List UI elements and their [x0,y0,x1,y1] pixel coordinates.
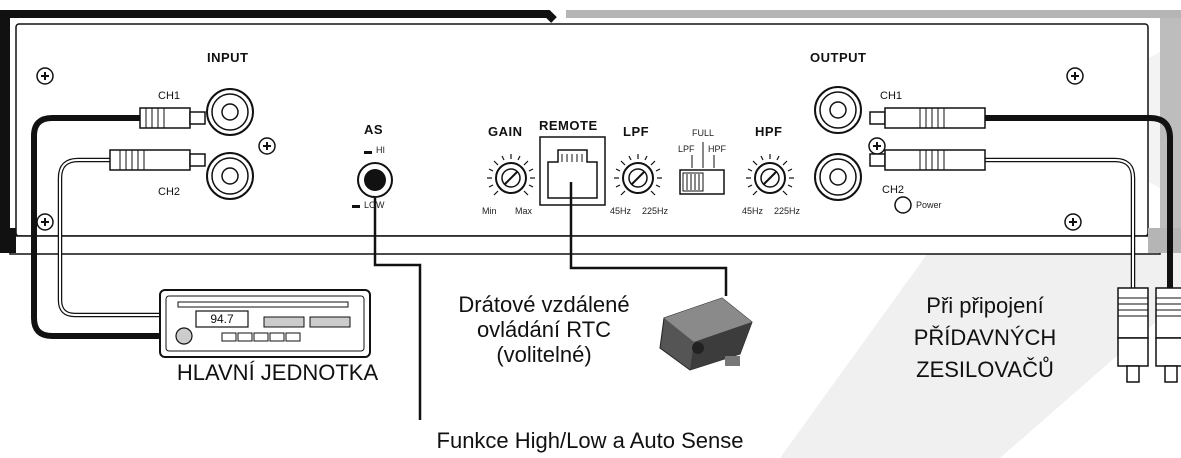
hpf-title: HPF [755,124,783,139]
chassis-left-side [0,14,10,234]
hpf-knob [746,154,794,196]
cable-output-ch1 [985,115,1173,288]
as-low-label: LOW [364,200,385,210]
amp-caption-line3: ZESILOVAČŮ [916,357,1054,382]
rca-output-jack-ch2 [814,153,862,201]
as-title: AS [364,122,384,137]
rca-plug-amp-ch1 [1155,287,1181,383]
output-title: OUTPUT [810,50,867,65]
gain-max-label: Max [515,206,533,216]
remote-port [539,136,606,206]
rca-output-jack-ch1 [814,86,862,134]
lpf-knob [614,154,662,196]
input-title: INPUT [207,50,249,65]
chassis-left-foot [0,228,16,253]
cable-remote [569,182,728,296]
input-ch2-label: CH2 [158,186,181,198]
rtc-caption-line3: (volitelné) [496,342,592,367]
rca-plug-output-ch1 [869,107,986,129]
screw-icon [1066,67,1084,85]
screw-icon [36,213,54,231]
gain-min-label: Min [482,206,497,216]
hpf-max-label: 225Hz [774,206,801,216]
cable-autosense [373,198,422,420]
output-ch2-label: CH2 [882,184,905,196]
switch-full-label: FULL [692,128,715,138]
power-label: Power [916,200,942,210]
rca-plug-amp-ch2 [1117,287,1149,383]
gain-title: GAIN [488,124,523,139]
screw-icon [868,137,886,155]
remote-title: REMOTE [539,118,598,133]
output-ch1-label: CH1 [880,90,903,102]
switch-hpf-label: HPF [708,144,726,154]
screw-icon [258,137,276,155]
as-hi-label: HI [376,145,385,155]
chassis-right-foot [1148,228,1181,253]
as-low-marker [352,205,360,208]
rca-input-jack-ch2 [206,152,254,200]
rca-plug-output-ch2 [869,149,986,171]
rtc-remote-module [659,297,753,371]
crossover-switch [679,142,725,195]
amp-caption-line2: PŘÍDAVNÝCH [913,325,1057,350]
front-panel-lip [9,235,1161,255]
rca-plug-input-ch1 [139,107,206,129]
lpf-min-label: 45Hz [610,206,632,216]
lpf-max-label: 225Hz [642,206,669,216]
as-hi-marker [364,151,372,154]
switch-lpf-label: LPF [678,144,695,154]
head-unit-caption: HLAVNÍ JEDNOTKA [176,360,379,385]
screw-icon [36,67,54,85]
head-unit [159,289,371,358]
rtc-caption-line2: ovládání RTC [476,317,612,342]
power-led [894,196,912,214]
amp-caption-line1: Při připojení [926,293,1044,318]
hpf-min-label: 45Hz [742,206,764,216]
cable-input-ch1 [31,115,170,339]
cable-output-ch2-core [985,159,1134,288]
input-ch1-label: CH1 [158,90,181,102]
autosense-caption: Funkce High/Low a Auto Sense [436,428,744,453]
rca-input-jack-ch1 [206,88,254,136]
chassis-top-left [0,10,557,23]
rca-plug-input-ch2 [109,149,206,171]
as-jack [357,162,393,198]
chassis-top-right [566,10,1181,18]
gain-knob [487,154,535,196]
cable-input-ch2-core [59,159,170,316]
rtc-caption-line1: Drátové vzdálené [458,292,630,317]
head-unit-display: 94.7 [210,312,234,326]
watermark-shape [780,250,1181,458]
lpf-title: LPF [623,124,650,139]
screw-icon [1064,213,1082,231]
